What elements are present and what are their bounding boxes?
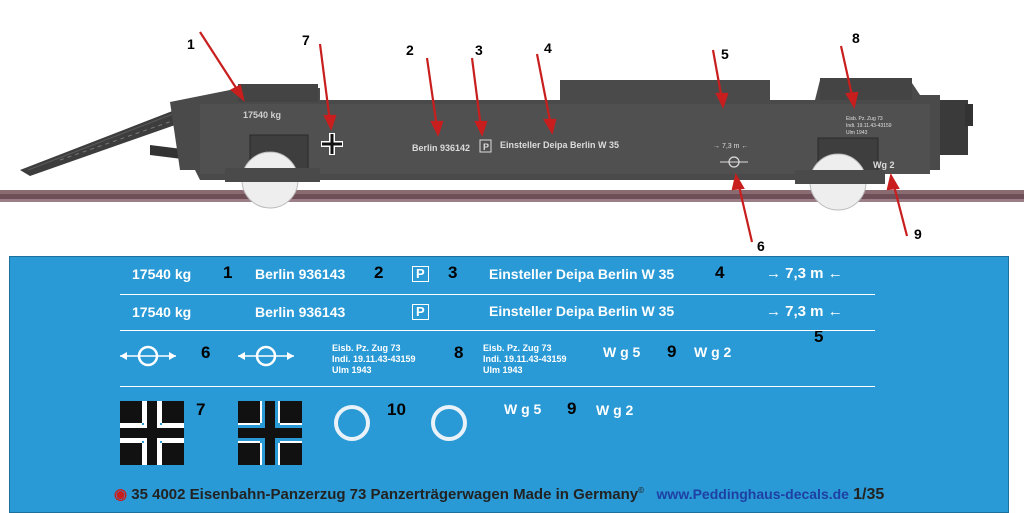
wagon-length-label: → 7,3 m ← [713,143,748,150]
row3-num-8: 8 [454,343,464,362]
rail-top [0,190,1024,194]
row2-p-mark: P [412,304,429,320]
row1-length: → 7,3 m ← [766,265,843,282]
footer-title: 35 4002 Eisenbahn-Panzerzug 73 Panzerträ… [131,486,639,503]
row2-einsteller: Einsteller Deipa Berlin W 35 [489,303,675,319]
row4-num-10: 10 [387,400,406,419]
wagon-note-line-1: Eisb. Pz. Zug 73 [846,116,883,122]
note-block-2: Eisb. Pz. Zug 73 Indi. 19.11.43-43159 Ul… [483,343,567,376]
decal-sheet: 17540 kg 1 Berlin 936143 2 P 3 Einstelle… [9,256,1009,513]
row1-num-4: 4 [715,263,725,282]
row4-wg5: W g 5 [504,401,542,417]
note2-line-3: Ulm 1943 [483,365,523,375]
row1-weight: 17540 kg [132,266,192,282]
wagon-weight-label: 17540 kg [243,110,281,120]
brake-symbol-2 [238,345,294,367]
note2-line-1: Eisb. Pz. Zug 73 [483,343,552,353]
row4-num-9: 9 [567,399,577,418]
callout-9: 9 [914,226,922,242]
callout-arrows [199,31,909,243]
logo-icon: ◉ [114,486,128,503]
row1-number: Berlin 936143 [255,266,346,282]
balkenkreuz-wagon [321,133,343,155]
note1-line-1: Eisb. Pz. Zug 73 [332,343,401,353]
end-box-right [820,78,912,100]
note1-line-3: Ulm 1943 [332,365,372,375]
separator-1 [120,294,875,295]
row2-num-5: 5 [814,327,824,346]
footer-copyright-mark: © [638,486,645,495]
row4-num-7: 7 [196,400,206,419]
callout-7: 7 [302,32,310,48]
row3-wg2: W g 2 [694,344,732,360]
callout-5: 5 [721,46,729,62]
note2-line-2: Indi. 19.11.43-43159 [483,354,567,364]
row1-einsteller: Einsteller Deipa Berlin W 35 [489,266,675,282]
wagon-wg-label: Wg 2 [873,160,895,170]
callout-1: 1 [187,36,195,52]
row4-wg2: W g 2 [596,402,634,418]
ring-decal-2 [431,405,467,441]
row3-num-9: 9 [667,342,677,361]
callout-3: 3 [475,42,483,58]
callout-8: 8 [852,30,860,46]
ring-decal-1 [334,405,370,441]
note-block-1: Eisb. Pz. Zug 73 Indi. 19.11.43-43159 Ul… [332,343,416,376]
balkenkreuz-2 [238,401,302,465]
footer-url[interactable]: www.Peddinghaus-decals.de [656,486,849,502]
separator-3 [120,386,875,387]
brake-symbol-1 [120,345,176,367]
row1-p-mark: P [412,266,429,282]
row1-num-1: 1 [223,263,233,282]
wagon-brake-symbol [720,156,748,168]
row2-number: Berlin 936143 [255,304,346,320]
balkenkreuz-1 [120,401,184,465]
wagon-illustration: 17540 kg Berlin 936142 P Einsteller Deip… [0,31,1024,243]
callout-2: 2 [406,42,414,58]
row1-num-2: 2 [374,263,384,282]
rail-mid [0,194,1024,199]
row1-num-3: 3 [448,263,458,282]
rail-bottom [0,199,1024,202]
separator-2 [120,330,875,331]
end-box-left [238,84,318,102]
callout-4: 4 [544,40,552,56]
row3-wg5: W g 5 [603,344,641,360]
wagon-p-mark: P [483,142,489,152]
wagon-number-label: Berlin 936142 [412,143,470,153]
callout-6: 6 [757,238,765,254]
note1-line-2: Indi. 19.11.43-43159 [332,354,416,364]
sheet-footer: ◉ 35 4002 Eisenbahn-Panzerzug 73 Panzert… [114,485,884,504]
wagon-note-line-2: Indi. 19.11.43-43159 [846,123,892,129]
footer-scale: 1/35 [853,486,885,503]
row2-weight: 17540 kg [132,304,192,320]
wagon-note-line-3: Ulm 1943 [846,130,868,136]
wagon-einsteller-label: Einsteller Deipa Berlin W 35 [500,140,619,150]
row3-num-6: 6 [201,343,211,362]
row2-length: → 7,3 m ← [766,303,843,320]
